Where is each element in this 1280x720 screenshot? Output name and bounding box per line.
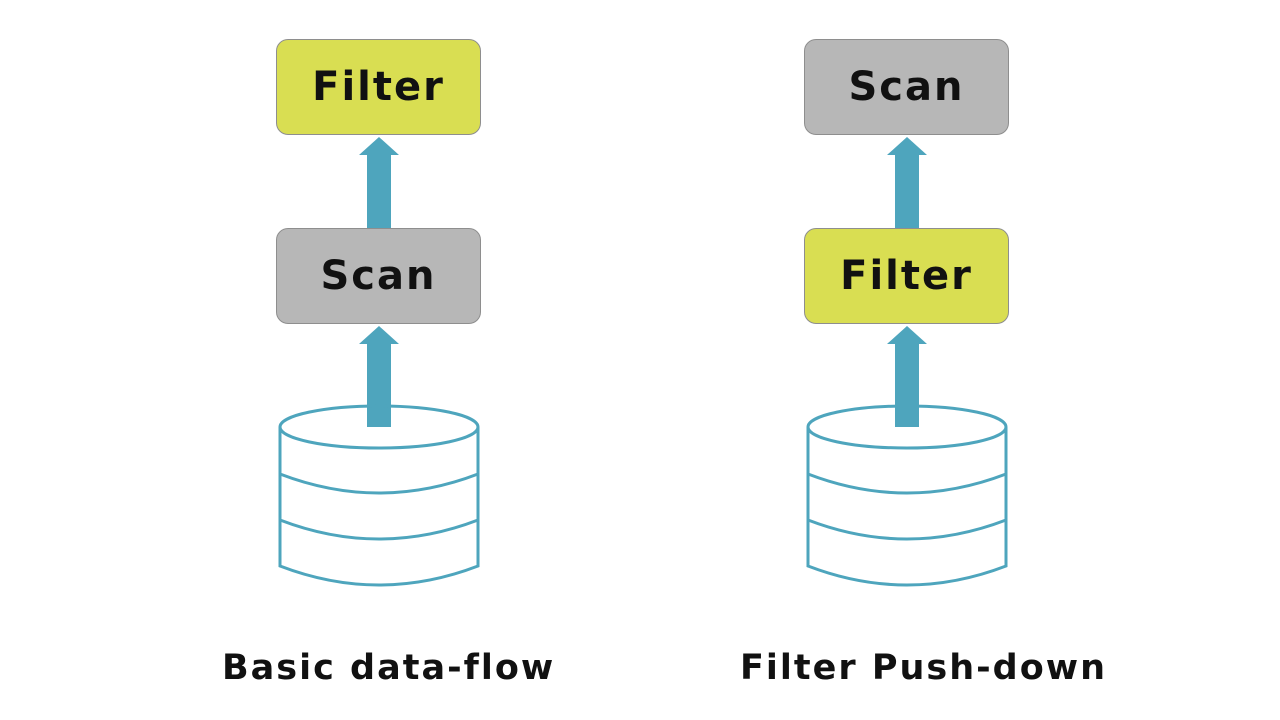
caption-basic-data-flow: Basic data-flow <box>222 648 556 688</box>
node-label: Filter <box>840 253 973 299</box>
arrow-scan-to-filter-icon <box>359 137 399 228</box>
right-diagram-graphics <box>806 137 1008 587</box>
filter-node: Filter <box>276 39 481 135</box>
node-label: Scan <box>848 64 965 110</box>
caption-filter-push-down: Filter Push-down <box>740 648 1108 688</box>
filter-node: Filter <box>804 228 1009 324</box>
database-cylinder-icon <box>278 404 480 587</box>
arrow-filter-to-scan-icon <box>887 137 927 228</box>
arrow-db-to-filter-icon <box>887 326 927 427</box>
scan-node: Scan <box>804 39 1009 135</box>
database-cylinder-icon <box>806 404 1008 587</box>
node-label: Scan <box>320 253 437 299</box>
scan-node: Scan <box>276 228 481 324</box>
arrow-db-to-scan-icon <box>359 326 399 427</box>
left-diagram-graphics <box>278 137 480 587</box>
node-label: Filter <box>312 64 445 110</box>
